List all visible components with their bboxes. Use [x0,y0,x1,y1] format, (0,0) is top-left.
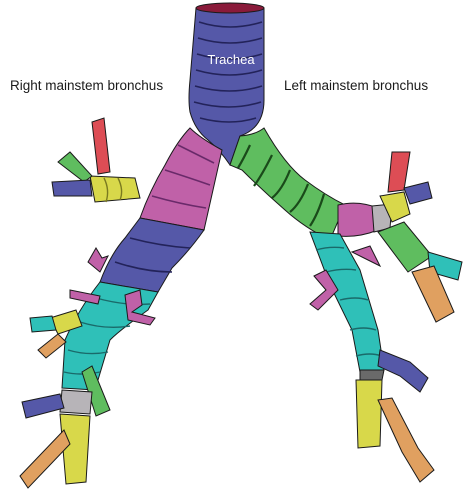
left-mainstem-label: Left mainstem bronchus [284,78,429,93]
left-yellow-basal [355,379,383,449]
left-upper-lobe-bronchus [379,191,411,223]
left-anterior-segment [403,181,433,205]
right-bronchial-tree [19,117,223,489]
left-orange-basal [377,397,435,483]
trachea-rings [193,21,263,123]
left-pink-stub [350,245,382,268]
right-teal-stub [29,315,57,333]
right-mainstem-label: Right mainstem bronchus [10,78,164,93]
trachea [188,2,265,167]
intermedius-rings [114,237,191,273]
right-upper-rings [103,177,123,203]
right-navy-basal [21,393,65,419]
right-anterior-segment [51,179,93,197]
right-yellow-basal [59,413,91,485]
right-apical-segment [91,117,111,175]
right-pink-stub-upper [87,247,109,273]
left-bronchial-tree [229,127,463,483]
left-lingula-orange [411,265,455,323]
right-mainstem-rings [151,144,215,209]
left-gray-dark-junction [359,369,385,381]
trachea-tube [188,7,265,167]
trachea-label: Trachea [207,52,255,67]
right-posterior-segment [57,151,93,183]
right-orange-basal-1 [37,333,67,359]
left-mainstem-rings [237,144,326,227]
right-pink-stub-lower [69,289,101,305]
right-gray-junction [59,389,93,415]
left-superior-segment [309,269,339,311]
right-mainstem-bronchus [139,127,223,231]
left-lingula-bronchus [377,221,433,273]
trachea-opening [195,2,265,14]
right-orange-basal-2 [19,429,71,489]
right-lower-rings [63,297,151,375]
right-middle-lobe-branch [124,289,156,326]
right-upper-lobe-bronchus [89,175,141,203]
right-bronchus-intermedius [99,217,205,293]
left-mainstem-bronchus [229,127,346,241]
left-navy-basal [377,349,429,393]
left-apical-segment [387,151,411,193]
